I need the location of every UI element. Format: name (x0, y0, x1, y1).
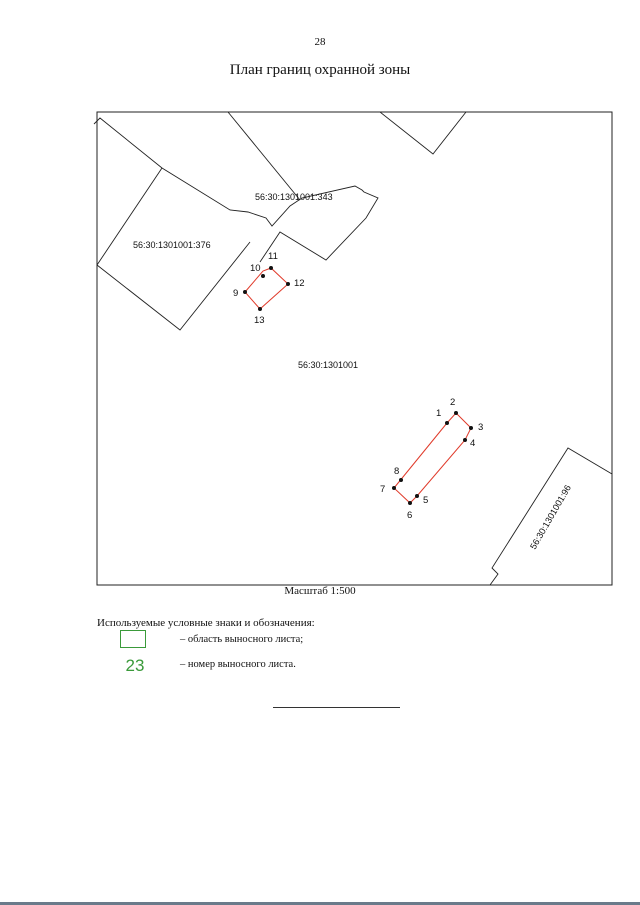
protection-zone-1 (244, 267, 289, 310)
legend-item-sheet-number: – номер выносного листа. (180, 659, 296, 670)
legend-heading: Используемые условные знаки и обозначени… (97, 617, 315, 629)
legend-item-area: – область выносного листа; (180, 634, 304, 645)
point-label-6: 6 (407, 510, 412, 521)
vertex-5 (415, 494, 419, 498)
page-title: План границ охранной зоны (229, 62, 411, 78)
point-label-5: 5 (423, 495, 428, 506)
parcel-96-boundary (489, 447, 613, 586)
point-label-9: 9 (233, 288, 238, 299)
vertex-3 (469, 426, 473, 430)
footer-divider (273, 707, 400, 708)
vertex-10 (261, 274, 265, 278)
parcel-343-north-edge (227, 111, 301, 201)
point-label-1: 1 (436, 408, 441, 419)
parcel-label-96: 56:30:1301001:96 (528, 483, 573, 551)
vertex-6 (408, 501, 412, 505)
point-label-11: 11 (268, 251, 278, 262)
point-label-12: 12 (294, 278, 305, 289)
parcel-label-376: 56:30:1301001:376 (133, 240, 211, 250)
vertex-2 (454, 411, 458, 415)
scan-edge (0, 902, 640, 905)
parcel-376-south-edge (96, 241, 251, 331)
vertex-8 (399, 478, 403, 482)
vertex-9 (243, 290, 247, 294)
vertex-12 (286, 282, 290, 286)
parcel-343-boundary (93, 117, 379, 263)
protection-zone-2 (393, 412, 472, 504)
parcel-label-343: 56:30:1301001:343 (255, 192, 333, 202)
vertex-4 (463, 438, 467, 442)
parcel-label-main: 56:30:1301001 (298, 360, 358, 370)
point-label-10: 10 (250, 263, 261, 274)
vertex-13 (258, 307, 262, 311)
vertex-11 (269, 266, 273, 270)
point-label-2: 2 (450, 397, 455, 408)
point-label-13: 13 (254, 315, 265, 326)
point-label-3: 3 (478, 422, 483, 433)
point-label-4: 4 (470, 438, 475, 449)
map-frame (96, 111, 613, 586)
vertex-7 (392, 486, 396, 490)
vertex-1 (445, 421, 449, 425)
parcel-north-notch (379, 111, 467, 155)
parcel-376-west-edge (96, 167, 163, 266)
point-label-8: 8 (394, 466, 399, 477)
scale-label: Масштаб 1:500 (284, 585, 356, 597)
legend-area-swatch (120, 630, 146, 648)
legend-sheet-number-sample: 23 (125, 656, 145, 675)
page-number: 28 (314, 36, 326, 48)
point-label-7: 7 (380, 484, 385, 495)
